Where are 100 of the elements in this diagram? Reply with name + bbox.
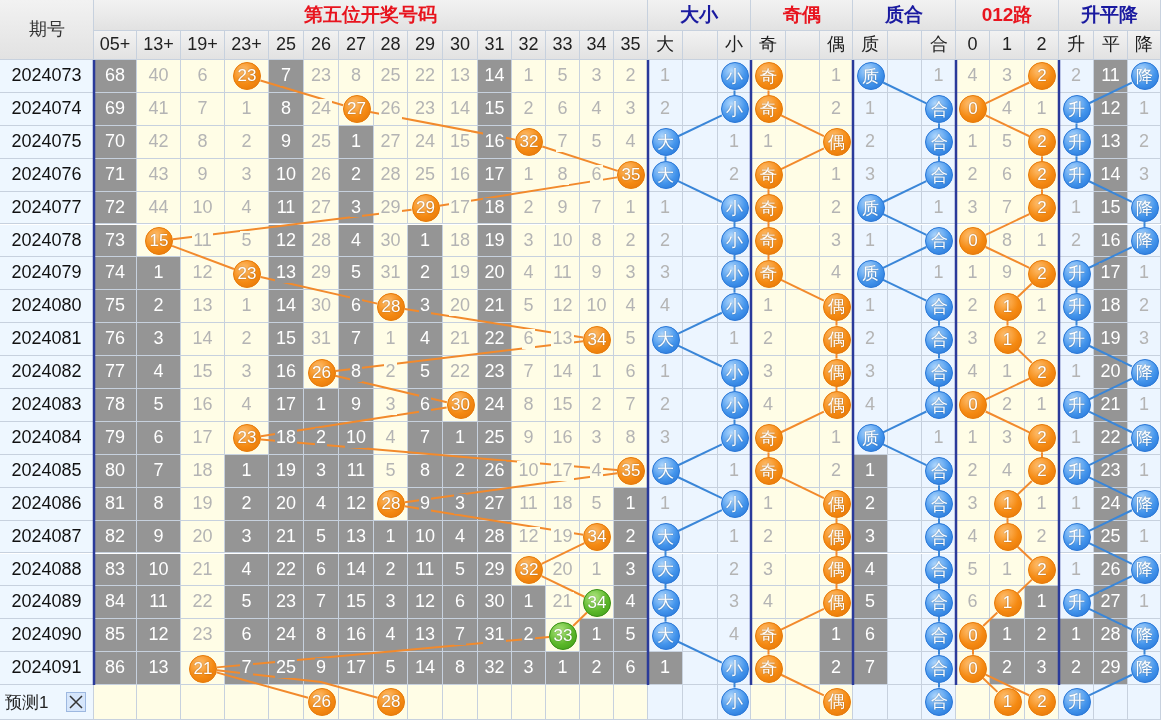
connector-line xyxy=(1075,319,1078,327)
connector-line xyxy=(664,550,667,557)
connector-line xyxy=(882,246,928,269)
omission-count: 7 xyxy=(280,66,292,86)
connector-line xyxy=(1016,282,1033,299)
connector-line xyxy=(982,611,999,628)
connector-line xyxy=(733,418,736,426)
connector-line xyxy=(882,81,928,105)
connector-line xyxy=(334,340,585,372)
omission-count: 13 xyxy=(551,329,574,350)
connector-line xyxy=(1006,319,1009,327)
connector-line xyxy=(938,582,940,590)
omission-count: 13 xyxy=(275,263,297,284)
connector-line xyxy=(938,122,940,130)
column-header: 19+ xyxy=(186,35,219,55)
connector-line xyxy=(1075,155,1078,163)
group-title: 012路 xyxy=(980,4,1034,26)
connector-line xyxy=(334,374,448,404)
connector-line xyxy=(938,155,940,163)
omission-count: 7 xyxy=(240,658,253,679)
connector-line xyxy=(882,180,928,203)
connector-line xyxy=(677,344,723,368)
connector-line xyxy=(1016,578,1033,595)
connector-line xyxy=(767,451,770,459)
connector-line xyxy=(767,648,770,656)
connector-line xyxy=(1041,451,1043,459)
connector-line xyxy=(369,110,517,141)
omission-count: 29 xyxy=(379,197,402,218)
connector-line xyxy=(1088,344,1133,368)
connector-line xyxy=(677,640,723,664)
connector-line xyxy=(403,505,585,536)
omission-count: 9 xyxy=(419,493,431,514)
connector-line xyxy=(677,476,723,500)
connector-line xyxy=(767,253,770,261)
connector-line xyxy=(882,410,928,434)
connector-line xyxy=(171,244,235,270)
connector-line xyxy=(835,517,838,525)
connector-line xyxy=(984,114,1031,138)
omission-count: 20 xyxy=(449,296,471,317)
connector-line xyxy=(938,319,940,327)
column-header: 合 xyxy=(928,35,949,55)
connector-line xyxy=(972,648,974,656)
column-header: 31 xyxy=(483,35,506,55)
omission-count: 6 xyxy=(419,395,431,415)
column-header: 23+ xyxy=(230,35,263,55)
connector-line xyxy=(1006,517,1009,525)
connector-line xyxy=(215,636,551,669)
connector-line xyxy=(780,476,825,500)
connector-line xyxy=(664,155,667,163)
omission-count: 7 xyxy=(556,131,569,152)
omission-count: 3 xyxy=(384,395,397,415)
column-header: 33 xyxy=(551,35,574,55)
connector-line xyxy=(984,673,1031,697)
omission-count: 8 xyxy=(350,362,362,382)
connector-line xyxy=(259,79,345,107)
connector-line xyxy=(171,208,413,241)
column-header: 1 xyxy=(1001,35,1013,55)
connector-line xyxy=(1088,673,1133,697)
connector-line xyxy=(677,443,723,467)
connector-line xyxy=(541,145,619,172)
connector-line xyxy=(438,176,619,207)
connector-line xyxy=(1088,246,1133,269)
connector-line xyxy=(882,213,928,236)
connector-line xyxy=(259,406,448,438)
connector-line xyxy=(984,410,1031,434)
connector-line xyxy=(1143,221,1146,228)
connector-line xyxy=(780,147,825,171)
omission-count: 3 xyxy=(419,296,431,317)
connector-line xyxy=(1088,607,1133,631)
connector-line xyxy=(882,278,928,302)
column-header: 平 xyxy=(1100,35,1121,55)
column-header: 35 xyxy=(619,35,642,55)
connector-line xyxy=(664,582,667,590)
omission-count: 25 xyxy=(275,658,297,679)
connector-line xyxy=(1143,648,1146,656)
connector-line xyxy=(1041,155,1043,163)
column-header: 质 xyxy=(860,35,880,55)
connector-line xyxy=(767,188,770,196)
omission-count: 3 xyxy=(350,197,362,218)
omission-count: 2 xyxy=(315,427,327,448)
connector-line xyxy=(780,410,825,434)
connector-line xyxy=(1075,122,1078,130)
connector-line xyxy=(733,286,736,294)
column-header: 05+ xyxy=(98,35,132,55)
connector-line xyxy=(733,681,736,689)
connector-line xyxy=(733,221,736,228)
connector-line xyxy=(1088,575,1133,598)
connector-line xyxy=(1016,479,1033,496)
connector-line xyxy=(403,472,619,504)
column-header: 13+ xyxy=(142,35,175,55)
connector-line xyxy=(835,582,838,590)
connector-line xyxy=(259,275,379,305)
connector-line xyxy=(572,611,588,627)
connector-line xyxy=(1088,81,1133,105)
connector-line xyxy=(767,89,770,97)
connector-line xyxy=(259,438,619,472)
omission-count: 6 xyxy=(590,164,603,185)
omission-count: 3 xyxy=(454,493,466,514)
omission-count: 4 xyxy=(590,460,603,481)
connector-line xyxy=(677,114,723,138)
